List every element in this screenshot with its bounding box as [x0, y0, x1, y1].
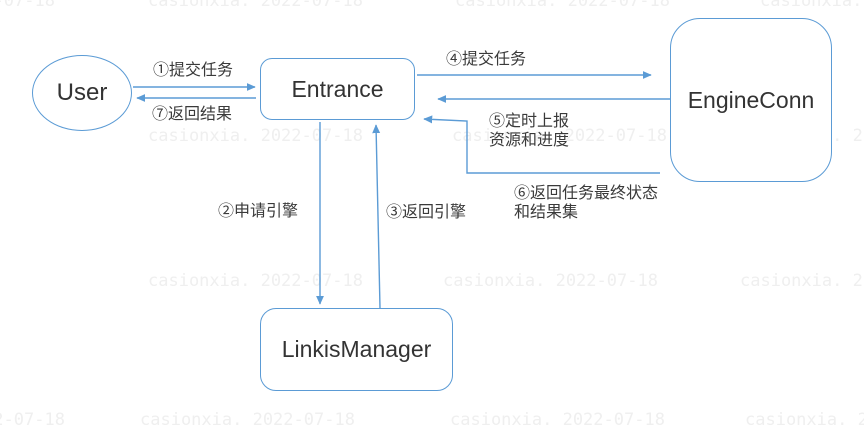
- edge-label-apply-engine: ②申请引擎: [218, 203, 299, 220]
- watermark-text: casionxia. 2022-07-18: [455, 0, 670, 11]
- watermark-text: casionxia. 2022-07-18: [760, 0, 864, 11]
- watermark-text: casionxia. 2022-07-18: [0, 410, 65, 427]
- node-user-label: User: [56, 79, 108, 106]
- watermark-text: casionxia. 2022-07-18: [745, 410, 864, 427]
- node-linkismanager: LinkisManager: [260, 308, 453, 391]
- arrow-return-final-status-resultset: [423, 115, 660, 174]
- node-entrance-label: Entrance: [291, 75, 384, 102]
- watermark-text: casionxia. 2022-07-18: [452, 126, 667, 146]
- watermark-text: casionxia. 2022-07-18: [148, 126, 363, 146]
- node-engineconn-label: EngineConn: [687, 86, 815, 113]
- watermark-text: casionxia. 2022-07-18: [740, 271, 864, 291]
- node-engineconn: EngineConn: [670, 18, 832, 182]
- edge-label-report-resource-progress: ⑤定时上报 资源和进度: [489, 113, 570, 149]
- edge-label-submit-task-user-to-entrance: ①提交任务: [153, 62, 234, 79]
- watermark-text: casionxia. 2022-07-18: [148, 0, 363, 11]
- node-entrance: Entrance: [260, 58, 415, 120]
- edge-label-return-engine: ③返回引擎: [386, 204, 467, 221]
- edge-label-return-final-status-resultset: ⑥返回任务最终状态 和结果集: [514, 185, 659, 221]
- watermark-text: casionxia. 2022-07-18: [0, 0, 55, 11]
- watermark-text: casionxia. 2022-07-18: [443, 271, 658, 291]
- node-user: User: [32, 55, 132, 131]
- watermark-text: casionxia. 2022-07-18: [140, 410, 355, 427]
- arrow-return-engine: [372, 124, 381, 309]
- node-linkismanager-label: LinkisManager: [281, 336, 432, 362]
- watermark-text: casionxia. 2022-07-18: [450, 410, 665, 427]
- watermark-text: casionxia. 2022-07-18: [148, 271, 363, 291]
- edge-label-return-result: ⑦返回结果: [152, 106, 233, 123]
- edge-label-submit-task-entrance-to-engineconn: ④提交任务: [446, 51, 527, 68]
